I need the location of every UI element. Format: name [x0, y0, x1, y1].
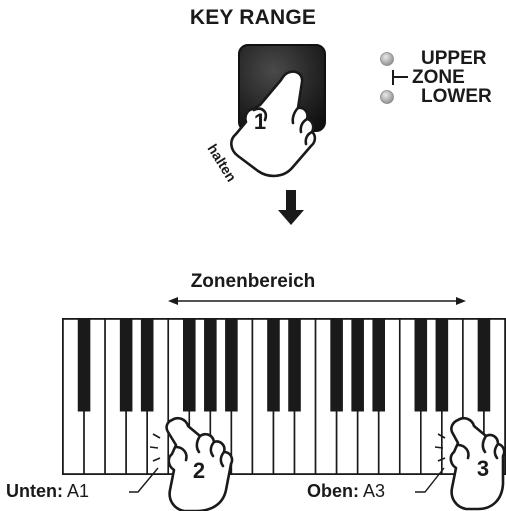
- lower-key-hand-icon: [165, 416, 234, 511]
- lower-press-marks: [149, 433, 161, 462]
- black-key[interactable]: [414, 318, 428, 412]
- black-key[interactable]: [182, 318, 196, 412]
- upper-note-pointer: [415, 467, 445, 493]
- zone-range-arrow: [168, 297, 466, 305]
- black-key[interactable]: [204, 318, 217, 412]
- upper-note-label: Oben:: [307, 481, 359, 501]
- pressing-hand-icon: [230, 70, 317, 178]
- black-key[interactable]: [330, 318, 343, 412]
- black-key[interactable]: [288, 318, 301, 412]
- piano-keyboard: [62, 318, 506, 475]
- key-range-title: KEY RANGE: [189, 6, 317, 29]
- upper-note-text: Oben: A3: [307, 481, 385, 502]
- upper-key-hand-icon: [449, 416, 506, 511]
- upper-label: UPPER: [421, 48, 487, 69]
- step-3-number: 3: [477, 456, 489, 481]
- zone-label: ZONE: [412, 67, 465, 88]
- black-key[interactable]: [435, 318, 449, 412]
- upper-press-marks: [434, 433, 446, 462]
- black-key[interactable]: [351, 318, 364, 412]
- step-2-number: 2: [193, 458, 205, 483]
- zone-range-label: Zonenbereich: [190, 271, 316, 292]
- lower-note-label: Unten:: [6, 481, 63, 501]
- black-key[interactable]: [140, 318, 154, 412]
- black-key[interactable]: [77, 318, 91, 412]
- black-key[interactable]: [267, 318, 280, 412]
- step-1-number: 1: [254, 109, 266, 134]
- upper-led-icon: [380, 52, 394, 66]
- down-arrow-icon: [278, 190, 304, 225]
- lower-note-pointer: [129, 467, 159, 493]
- black-key[interactable]: [372, 318, 386, 412]
- upper-note-value: A3: [363, 481, 386, 501]
- lower-led-icon: [380, 90, 394, 104]
- zone-bracket: [392, 70, 408, 85]
- black-key[interactable]: [477, 318, 491, 412]
- lower-note-text: Unten: A1: [6, 481, 89, 502]
- black-key[interactable]: [225, 318, 238, 412]
- black-key[interactable]: [119, 318, 133, 412]
- lower-label: LOWER: [421, 86, 492, 107]
- lower-note-value: A1: [67, 481, 90, 501]
